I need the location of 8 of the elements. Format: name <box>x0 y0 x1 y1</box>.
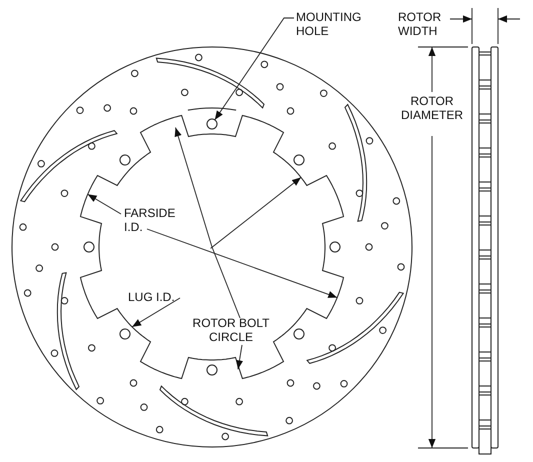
leader-line <box>214 18 294 120</box>
dimension-label: ROTOR WIDTH <box>398 10 442 38</box>
callout-label: MOUNTING HOLE <box>296 10 368 38</box>
dimension-label: ROTOR BOLT CIRCLE <box>192 316 270 344</box>
dimension-label: FARSIDE I.D. <box>124 206 176 234</box>
dimension-label: ROTOR DIAMETER <box>400 94 464 122</box>
dimension-label: LUG I.D. <box>128 290 176 304</box>
mounting-hole <box>206 118 218 130</box>
